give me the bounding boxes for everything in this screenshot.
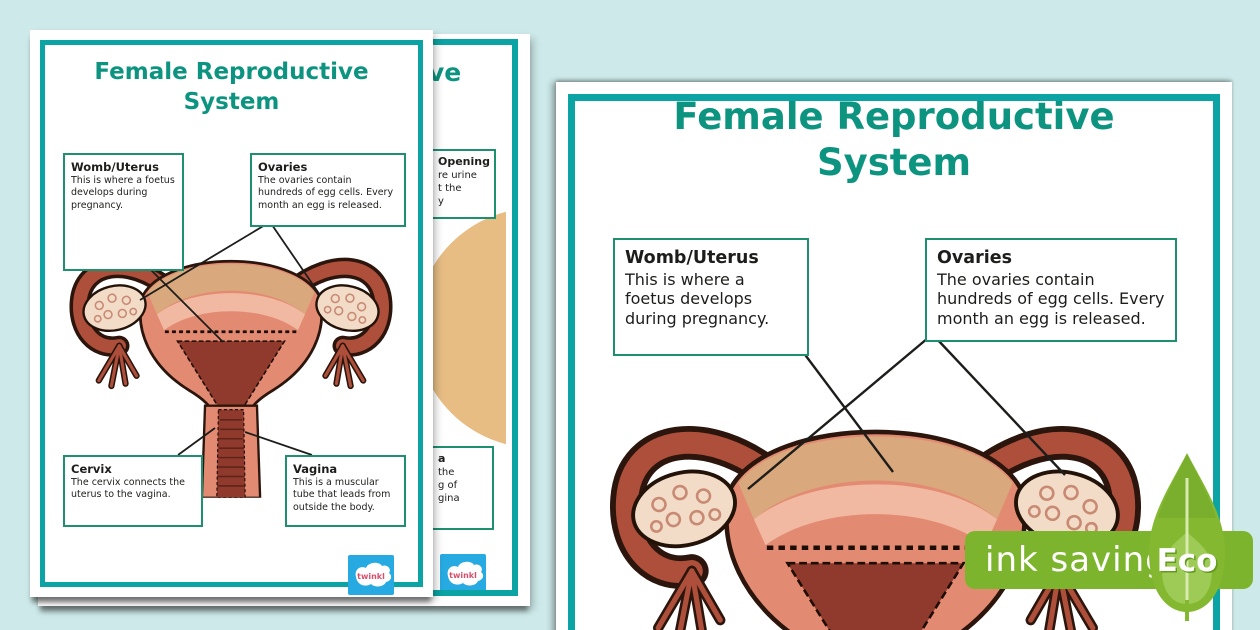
poster-title: Female Reproductive System [94, 59, 369, 115]
callout-title-fragment: Opening [438, 155, 490, 168]
callout-body: The ovaries contain hundreds of egg cell… [937, 269, 1165, 328]
callout-body-fragment: y [438, 196, 444, 208]
callout-body-fragment: the [438, 467, 455, 479]
callout-title: Ovaries [937, 248, 1013, 268]
callout-title-fragment: a [438, 452, 446, 465]
callout-ovaries: Ovaries The ovaries contain hundreds of … [925, 238, 1177, 342]
callout-body: This is where a foetus develops during p… [625, 269, 770, 328]
callout-body: This is where a foetus develops during p… [71, 174, 175, 211]
ink-saving-label: ink saving [985, 540, 1168, 580]
poster-back-title-fragment: ve [428, 58, 462, 87]
callout-body-fragment: t the [438, 183, 462, 195]
callout-womb-uterus: Womb/Uterus This is where a foetus devel… [63, 153, 184, 271]
twinkl-logo [348, 555, 394, 595]
callout-body: This is a muscular tube that leads from … [293, 476, 391, 513]
uterus-diagram [578, 374, 1173, 630]
callout-title: Womb/Uterus [625, 248, 759, 268]
eco-label-shadow: Eco [1158, 545, 1219, 581]
twinkl-logo [440, 554, 486, 594]
eco-leaf-icon: Eco Eco [1149, 453, 1225, 621]
callout-body-fragment: g of [438, 480, 458, 492]
callout-title: Vagina [293, 462, 338, 476]
callout-title: Cervix [71, 462, 112, 476]
callout-title: Ovaries [258, 160, 308, 174]
poster-front-left: Female Reproductive System Womb/Uterus T… [30, 30, 433, 597]
callout-womb-uterus: Womb/Uterus This is where a foetus devel… [613, 238, 809, 356]
callout-body: The ovaries contain hundreds of egg cell… [258, 174, 394, 211]
callout-body-fragment: gina [438, 493, 460, 505]
callout-body-fragment: re urine [438, 170, 477, 182]
eco-label: Eco [1157, 543, 1218, 579]
callout-cervix: Cervix The cervix connects the uterus to… [63, 455, 203, 527]
callout-title: Womb/Uterus [71, 160, 159, 174]
callout-body: The cervix connects the uterus to the va… [71, 476, 185, 501]
callout-ovaries: Ovaries The ovaries contain hundreds of … [250, 153, 406, 227]
callout-vagina: Vagina This is a muscular tube that lead… [285, 455, 406, 527]
poster-title: Female Reproductive System [673, 95, 1115, 185]
